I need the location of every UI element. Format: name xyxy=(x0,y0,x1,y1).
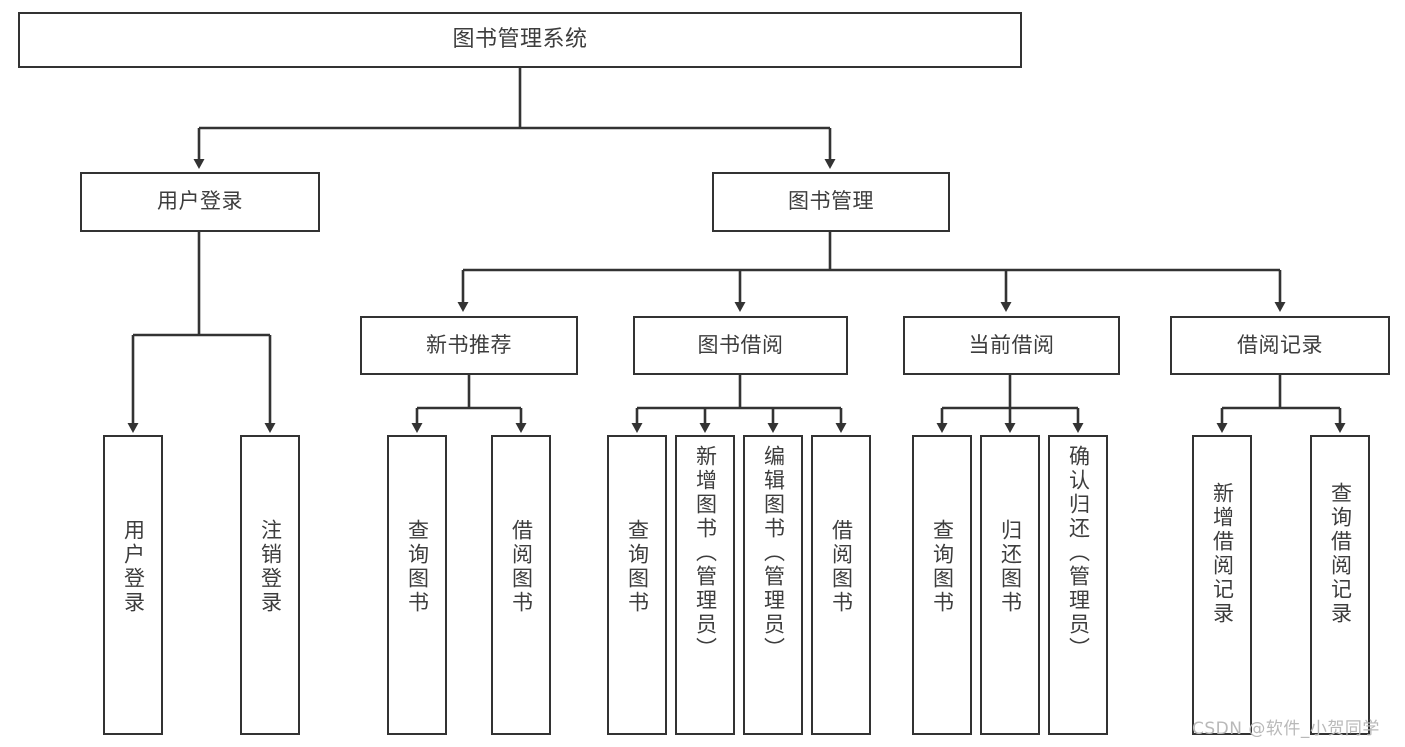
node-label: 用户登录 xyxy=(157,189,243,214)
node-new-book-recommend[interactable]: 新书推荐 xyxy=(360,316,578,375)
node-label: 查询图书 xyxy=(930,519,955,615)
node-label: 借阅图书 xyxy=(509,519,534,615)
leaf-confirm-return-admin[interactable]: 确认归还（管理员） xyxy=(1048,435,1108,735)
node-label: 查询借阅记录 xyxy=(1328,482,1353,626)
node-label: 用户登录 xyxy=(121,519,146,615)
leaf-edit-book-admin[interactable]: 编辑图书（管理员） xyxy=(743,435,803,735)
leaf-borrow-book-borrow[interactable]: 借阅图书 xyxy=(811,435,871,735)
leaf-borrow-book-new-recommend[interactable]: 借阅图书 xyxy=(491,435,551,735)
node-label: 编辑图书（管理员） xyxy=(761,445,786,661)
leaf-query-borrow-record[interactable]: 查询借阅记录 xyxy=(1310,435,1370,735)
node-label: 当前借阅 xyxy=(968,332,1055,357)
node-user-login[interactable]: 用户登录 xyxy=(80,172,320,232)
node-label: 新增图书（管理员） xyxy=(693,445,718,661)
leaf-query-book-new-recommend[interactable]: 查询图书 xyxy=(387,435,447,735)
node-borrow-record[interactable]: 借阅记录 xyxy=(1170,316,1390,375)
csdn-watermark: CSDN @软件_小贺同学 xyxy=(1192,719,1380,739)
node-book-management[interactable]: 图书管理 xyxy=(712,172,950,232)
leaf-query-book-borrow[interactable]: 查询图书 xyxy=(607,435,667,735)
node-label: 图书借阅 xyxy=(697,332,784,357)
node-current-borrow[interactable]: 当前借阅 xyxy=(903,316,1120,375)
node-label: 图书管理系统 xyxy=(452,26,588,52)
leaf-logout-login[interactable]: 注销登录 xyxy=(240,435,300,735)
leaf-add-book-admin[interactable]: 新增图书（管理员） xyxy=(675,435,735,735)
leaf-add-borrow-record[interactable]: 新增借阅记录 xyxy=(1192,435,1252,735)
node-label: 查询图书 xyxy=(625,519,650,615)
node-label: 注销登录 xyxy=(258,519,283,615)
leaf-user-login[interactable]: 用户登录 xyxy=(103,435,163,735)
leaf-query-book-current[interactable]: 查询图书 xyxy=(912,435,972,735)
node-label: 确认归还（管理员） xyxy=(1066,445,1091,661)
node-book-borrow[interactable]: 图书借阅 xyxy=(633,316,848,375)
leaf-return-book[interactable]: 归还图书 xyxy=(980,435,1040,735)
node-label: 新书推荐 xyxy=(426,332,512,357)
node-label: 归还图书 xyxy=(998,519,1023,615)
node-label: 借阅图书 xyxy=(829,519,854,615)
node-label: 新增借阅记录 xyxy=(1210,482,1235,626)
node-label: 查询图书 xyxy=(405,519,430,615)
node-root-book-management-system[interactable]: 图书管理系统 xyxy=(18,12,1022,68)
node-label: 图书管理 xyxy=(788,189,874,214)
node-label: 借阅记录 xyxy=(1237,332,1323,357)
